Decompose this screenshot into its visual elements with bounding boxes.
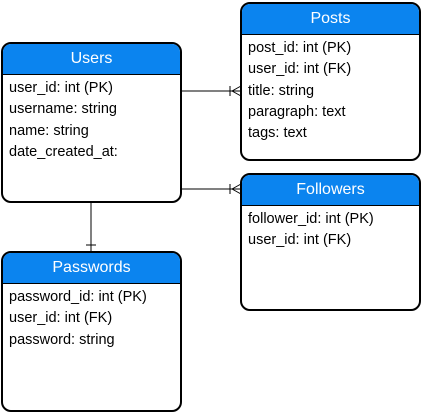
users-passwords-relationship — [86, 203, 96, 252]
posts-field: post_id: int (PK) — [248, 40, 352, 56]
passwords-field: password: string — [9, 331, 115, 348]
passwords-entity[interactable]: Passwords password_id: int (PK) user_id:… — [1, 251, 182, 412]
users-followers-relationship — [181, 183, 242, 195]
followers-entity-header: Followers — [242, 175, 419, 206]
users-field: date_created_at: — [9, 143, 118, 160]
posts-field: tags: text — [248, 125, 307, 142]
posts-many-marker-b — [231, 90, 242, 97]
followers-many-marker-a — [231, 183, 242, 190]
users-field: name: string — [9, 122, 89, 139]
followers-fields: follower_id: int (PK) user_id: int (FK) — [242, 206, 419, 255]
passwords-entity-header: Passwords — [3, 253, 180, 284]
followers-many-marker-b — [231, 188, 242, 195]
users-fields: user_id: int (PK) username: string name:… — [3, 75, 180, 166]
passwords-field: password_id: int (PK) — [9, 289, 147, 305]
posts-entity[interactable]: Posts post_id: int (PK) user_id: int (FK… — [240, 2, 421, 161]
followers-field: user_id: int (FK) — [248, 232, 352, 249]
passwords-field: user_id: int (FK) — [9, 310, 113, 327]
posts-field: title: string — [248, 82, 315, 99]
users-field: user_id: int (PK) — [9, 80, 113, 96]
followers-field: follower_id: int (PK) — [248, 211, 374, 227]
posts-entity-header: Posts — [242, 4, 419, 35]
posts-fields: post_id: int (PK) user_id: int (FK) titl… — [242, 35, 419, 147]
users-entity[interactable]: Users user_id: int (PK) username: string… — [1, 42, 182, 203]
posts-field: user_id: int (FK) — [248, 61, 352, 78]
passwords-fields: password_id: int (PK) user_id: int (FK) … — [3, 284, 180, 354]
users-field: username: string — [9, 101, 117, 118]
posts-many-marker-a — [231, 85, 242, 92]
users-entity-header: Users — [3, 44, 180, 75]
users-posts-relationship — [181, 85, 242, 97]
posts-field: paragraph: text — [248, 103, 346, 120]
followers-entity[interactable]: Followers follower_id: int (PK) user_id:… — [240, 173, 421, 311]
